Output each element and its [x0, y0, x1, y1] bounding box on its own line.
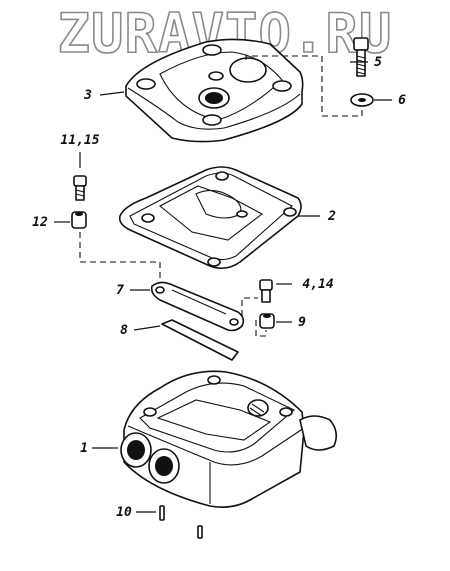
- part-4-14-screw: [259, 279, 273, 303]
- part-10-pin: [159, 505, 203, 539]
- callout-3: 3: [83, 88, 92, 103]
- part-2-gasket-plate: [118, 166, 302, 270]
- callout-6: 6: [398, 93, 406, 108]
- leader-lines: [54, 61, 392, 513]
- part-12-sleeve: [71, 211, 87, 229]
- callout-11-15: 11,15: [60, 133, 99, 148]
- callout-labels: 3 5 6 11,15 12 2 7 4,14 8 9 1 10: [32, 55, 406, 520]
- part-1-cylinder-head-body: [120, 370, 338, 508]
- watermark-logo: ZURAVTO.RU: [57, 2, 392, 65]
- assembly-line-bolt: [245, 55, 363, 117]
- callout-12: 12: [32, 215, 48, 230]
- callout-7: 7: [116, 283, 124, 298]
- assembly-line-valve: [241, 297, 267, 337]
- assembly-line-screw: [79, 232, 161, 284]
- callout-5: 5: [374, 55, 382, 70]
- callout-2: 2: [327, 209, 336, 224]
- part-3-cylinder-head-cover: [125, 38, 304, 143]
- callout-4-14: 4,14: [302, 277, 333, 292]
- part-6-washer: [350, 93, 374, 107]
- callout-1: 1: [80, 441, 88, 456]
- part-8-valve-shim: [161, 319, 239, 361]
- callout-10: 10: [116, 505, 132, 520]
- part-7-reed-valve: [150, 281, 245, 332]
- part-9-sleeve: [259, 313, 275, 329]
- callout-8: 8: [120, 323, 128, 338]
- part-11-15-screw: [73, 175, 87, 201]
- callout-9: 9: [298, 315, 306, 330]
- part-5-bolt: [353, 37, 369, 77]
